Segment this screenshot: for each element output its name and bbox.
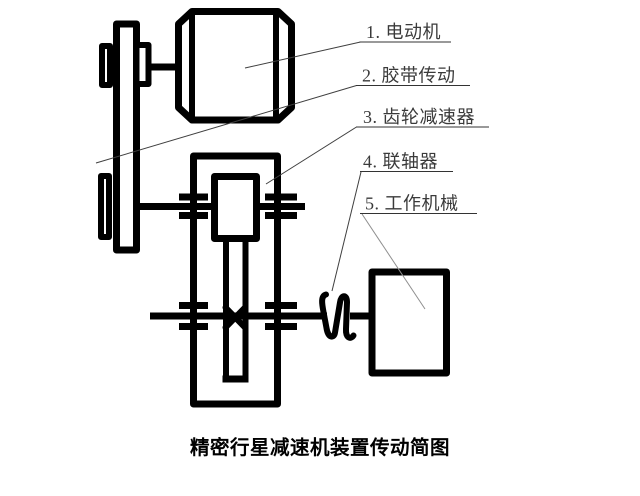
gear-reducer-figure: [136, 152, 327, 408]
coupling-figure: [319, 291, 372, 341]
label-underlines: [356, 41, 489, 214]
leader-line-coupling: [331, 171, 362, 292]
top-pulley-right-half: [133, 42, 152, 87]
belt-loop: [113, 20, 140, 254]
leader-lines: [95, 41, 426, 310]
bottom-pulley: [98, 173, 112, 240]
label-coupling: 4. 联轴器: [363, 152, 438, 172]
label-working-machine: 5. 工作机械: [365, 194, 459, 214]
leader-line-working-machine: [361, 213, 426, 310]
working-machine-figure: [368, 268, 450, 377]
top-pulley-left-half: [99, 43, 113, 88]
diagram-caption: 精密行星减速机装置传动简图: [189, 437, 450, 459]
label-belt-drive: 2. 胶带传动: [362, 66, 456, 86]
label-gear-reducer: 3. 齿轮减速器: [363, 107, 475, 127]
gearbox-case: [190, 152, 281, 408]
label-electric-motor: 1. 电动机: [366, 22, 441, 42]
gear-mesh-cross-mark: [222, 304, 248, 331]
coupling-symbol: [319, 291, 357, 341]
input-gear-block: [211, 173, 260, 242]
leader-line-belt: [95, 85, 357, 164]
electric-motor-figure: [150, 8, 295, 124]
belt-drive-figure: [98, 20, 152, 254]
leader-line-motor: [244, 41, 361, 69]
leader-line-gearbox: [265, 126, 357, 185]
motor-body-outline: [175, 8, 295, 124]
working-machine-box: [368, 268, 450, 377]
